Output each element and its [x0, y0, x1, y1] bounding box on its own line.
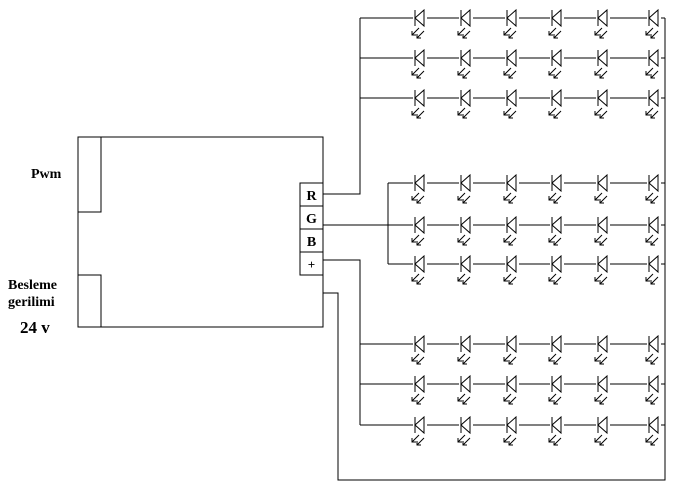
- led-icon: [594, 88, 610, 119]
- led-icon: [457, 173, 473, 204]
- led-icon: [411, 334, 427, 365]
- terminal-r-label: R: [306, 189, 317, 204]
- led-icon: [503, 215, 519, 246]
- led-icon: [548, 254, 564, 285]
- led-icon: [411, 173, 427, 204]
- led-icon: [548, 173, 564, 204]
- led-icon: [503, 48, 519, 79]
- terminal-b-label: B: [307, 235, 316, 250]
- terminal-block: R G B +: [299, 182, 324, 276]
- led-icon: [645, 334, 661, 365]
- terminal-plus: [299, 251, 324, 276]
- wire-r: [323, 98, 361, 195]
- led-icon: [457, 8, 473, 39]
- led-icon: [548, 215, 564, 246]
- wires: [323, 17, 666, 481]
- led-icon: [548, 374, 564, 405]
- controller-box: [77, 136, 324, 328]
- led-icon: [594, 8, 610, 39]
- led-icon: [457, 48, 473, 79]
- wire-plus: [323, 292, 666, 481]
- led-icon: [503, 254, 519, 285]
- led-icon: [411, 254, 427, 285]
- led-matrix: [411, 8, 661, 446]
- led-icon: [457, 415, 473, 446]
- pwm-input-port: [77, 136, 102, 213]
- pwm-label: Pwm: [31, 167, 62, 182]
- wire-b: [323, 259, 361, 344]
- led-icon: [645, 254, 661, 285]
- led-icon: [457, 254, 473, 285]
- led-icon: [548, 334, 564, 365]
- led-icon: [457, 215, 473, 246]
- led-icon: [548, 8, 564, 39]
- led-icon: [594, 254, 610, 285]
- led-icon: [503, 173, 519, 204]
- terminal-g-label: G: [306, 212, 317, 227]
- led-icon: [411, 374, 427, 405]
- supply-input-port: [77, 274, 102, 328]
- led-icon: [594, 173, 610, 204]
- led-icon: [645, 173, 661, 204]
- supply-label-line1: Besleme: [8, 278, 57, 293]
- led-icon: [645, 374, 661, 405]
- led-icon: [457, 88, 473, 119]
- led-icon: [411, 48, 427, 79]
- led-icon: [411, 215, 427, 246]
- led-icon: [503, 415, 519, 446]
- led-icon: [645, 415, 661, 446]
- led-icon: [594, 374, 610, 405]
- led-icon: [411, 8, 427, 39]
- led-icon: [457, 334, 473, 365]
- led-icon: [645, 88, 661, 119]
- led-icon: [503, 334, 519, 365]
- led-icon: [594, 415, 610, 446]
- led-icon: [457, 374, 473, 405]
- led-icon: [411, 415, 427, 446]
- led-icon: [645, 215, 661, 246]
- led-icon: [503, 8, 519, 39]
- supply-label-line2: gerilimi: [8, 295, 55, 310]
- led-icon: [645, 48, 661, 79]
- led-icon: [645, 8, 661, 39]
- terminal-plus-label: +: [308, 257, 315, 272]
- led-icon: [548, 88, 564, 119]
- led-icon: [594, 215, 610, 246]
- supply-voltage-label: 24 v: [20, 318, 50, 337]
- led-icon: [411, 88, 427, 119]
- led-icon: [594, 48, 610, 79]
- led-icon: [503, 374, 519, 405]
- led-icon: [548, 415, 564, 446]
- led-icon: [503, 88, 519, 119]
- led-icon: [594, 334, 610, 365]
- led-icon: [548, 48, 564, 79]
